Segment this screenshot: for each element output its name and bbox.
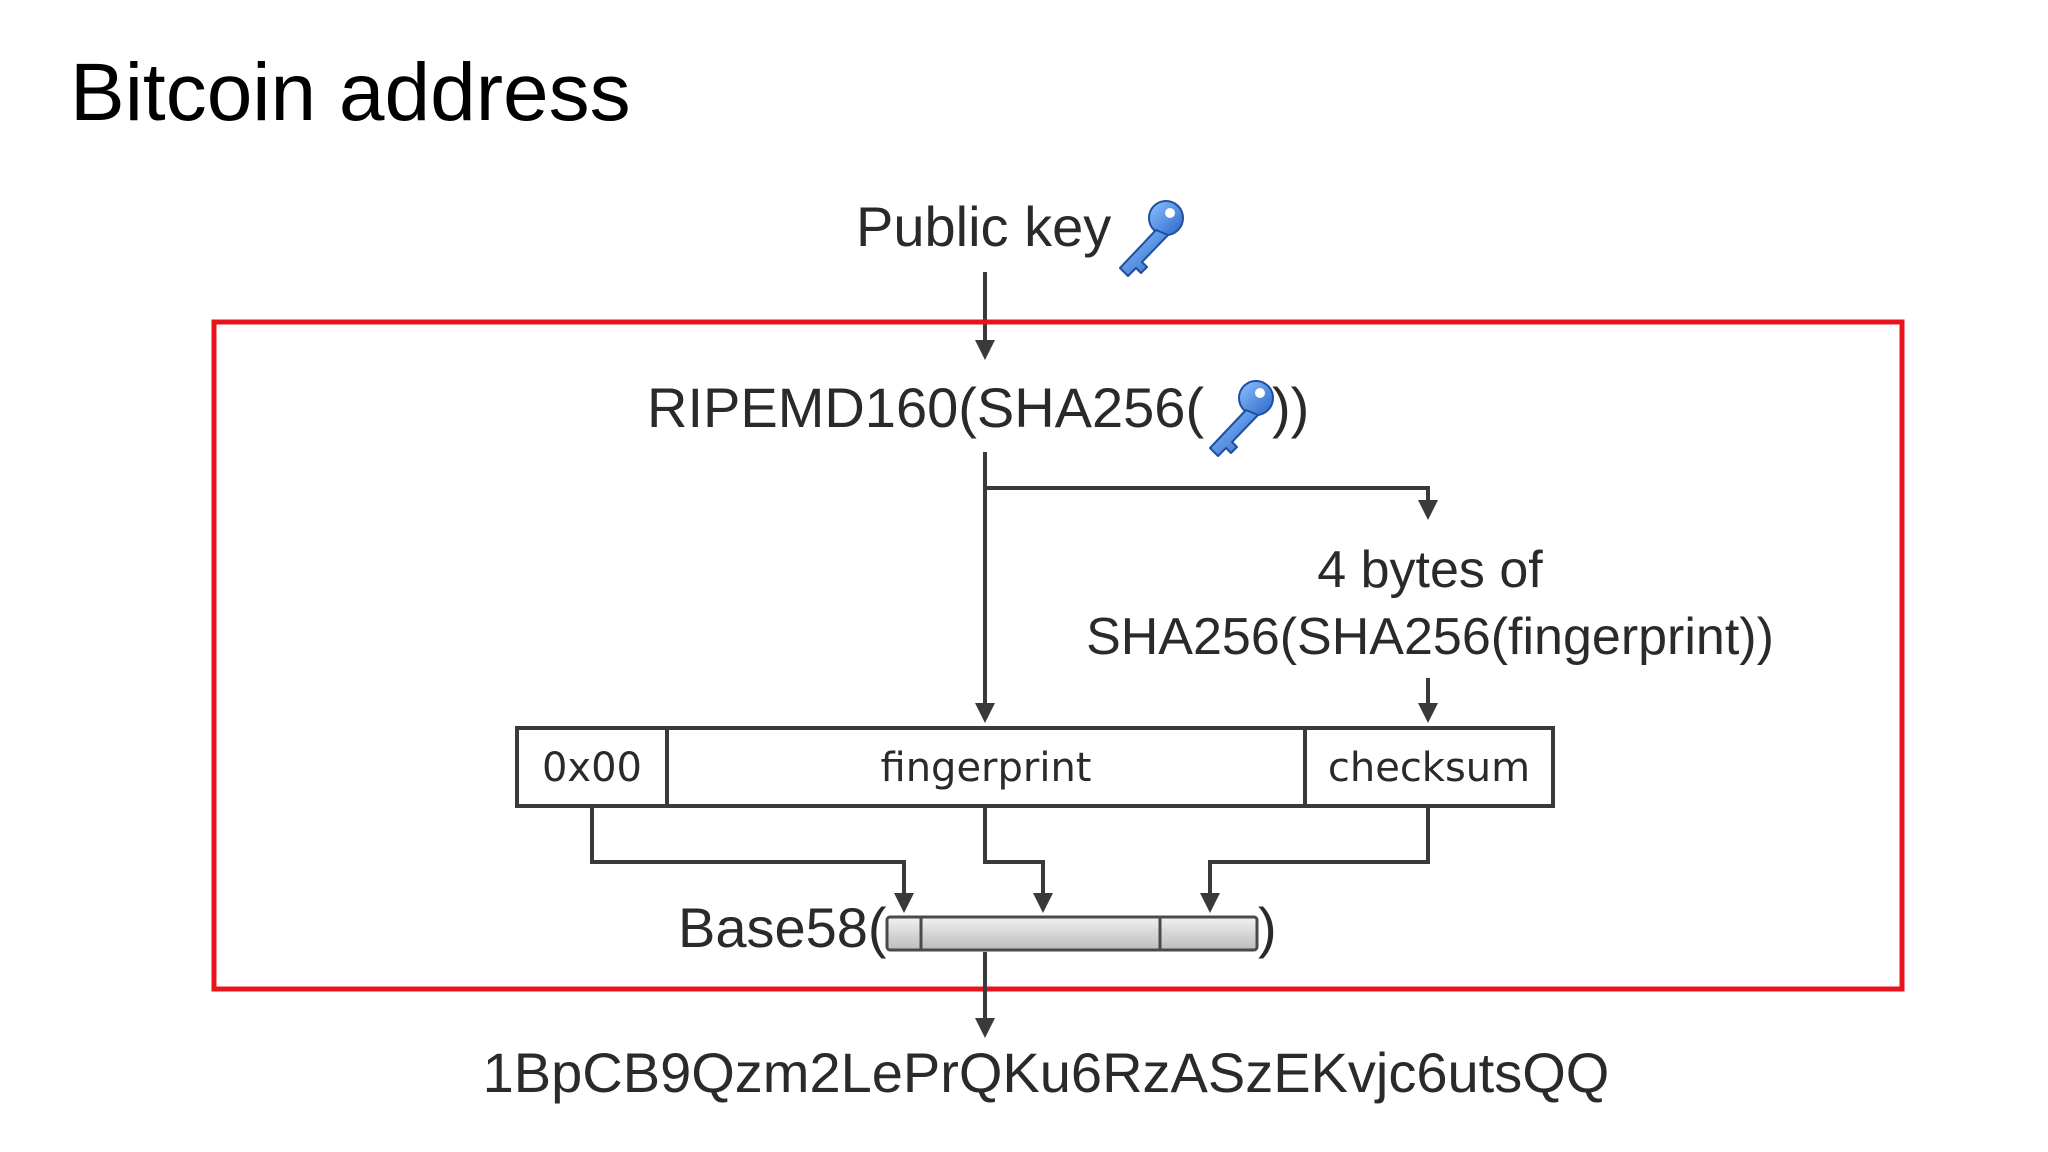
hash-label-suffix: )) xyxy=(1272,376,1309,439)
checksum-segment: checksum xyxy=(1328,745,1530,791)
hash-function-label: RIPEMD160(SHA256( xyxy=(647,376,1204,439)
address-payload-record: 0x00 fingerprint checksum xyxy=(515,726,1555,808)
base58-label: Base58( xyxy=(678,896,887,959)
checksum-label-line2: SHA256(SHA256(fingerprint)) xyxy=(1086,608,1774,666)
key-icon xyxy=(1209,380,1274,457)
base58-close-paren: ) xyxy=(1258,896,1277,959)
checksum-label-line1: 4 bytes of xyxy=(1317,541,1543,599)
public-key-label: Public key xyxy=(856,195,1111,258)
key-icon xyxy=(1119,200,1184,277)
slide-title: Bitcoin address xyxy=(70,47,631,138)
version-byte-segment: 0x00 xyxy=(542,745,642,791)
hash-label-prefix: RIPEMD160(SHA256( xyxy=(647,376,1204,439)
fingerprint-segment: fingerprint xyxy=(881,745,1092,791)
highlight-box xyxy=(211,319,1905,992)
base58-input-bar xyxy=(885,915,1259,952)
bitcoin-address-value: 1BpCB9Qzm2LePrQKu6RzASzEKvjc6utsQQ xyxy=(483,1041,1610,1104)
